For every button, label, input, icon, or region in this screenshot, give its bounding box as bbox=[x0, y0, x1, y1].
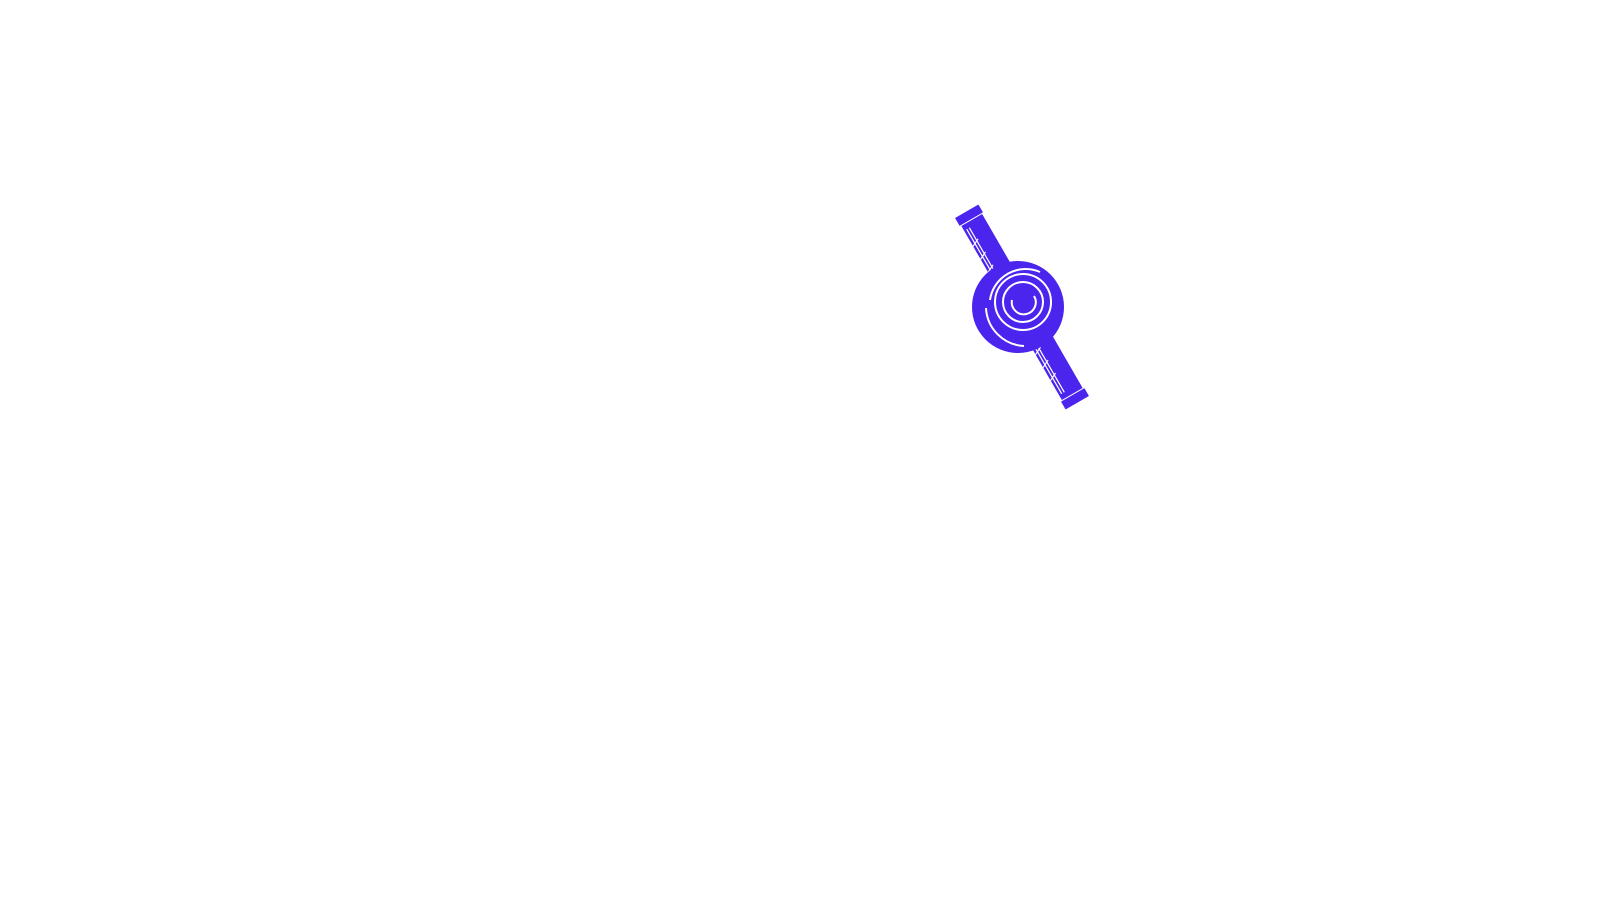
arm-bottom-end bbox=[1060, 387, 1090, 411]
spinner-icon bbox=[954, 203, 1090, 411]
arm-top-end bbox=[954, 203, 984, 227]
